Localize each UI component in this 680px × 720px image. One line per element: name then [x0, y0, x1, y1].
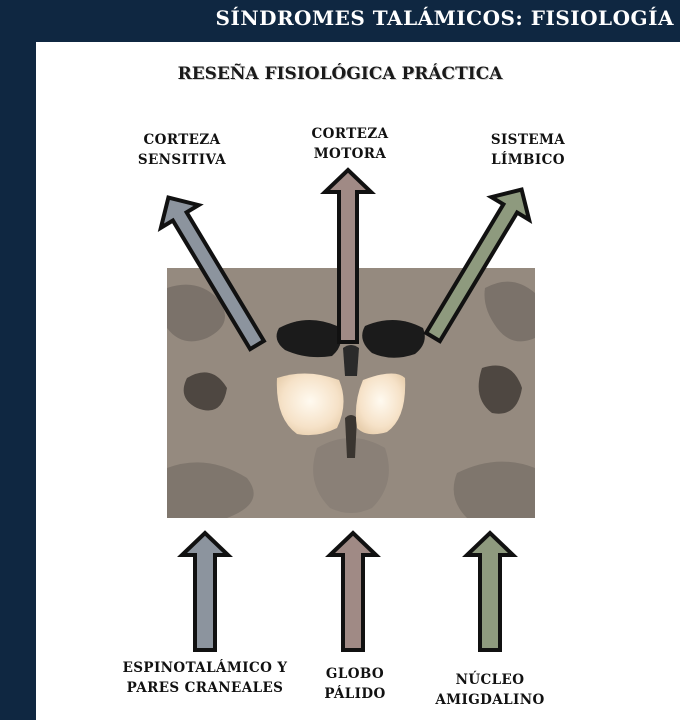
arrow-from-amygdala — [462, 530, 518, 652]
label-espinotalamico: ESPINOTALÁMICO Y PARES CRANEALES — [122, 660, 288, 696]
arrow-from-globus-pallidus — [325, 530, 381, 652]
header-title: SÍNDROMES TALÁMICOS: FISIOLOGÍA — [215, 6, 674, 30]
left-band — [0, 0, 36, 720]
label-corteza-motora: CORTEZA MOTORA — [311, 126, 389, 162]
arrow-from-spinothalamic — [177, 530, 233, 652]
header-band — [0, 0, 680, 42]
label-nucleo-amigdalino: NÚCLEO AMIGDALINO — [435, 672, 545, 708]
label-sistema-limbico: SISTEMA LÍMBICO — [490, 132, 566, 168]
brain-coronal-section-image — [167, 268, 535, 518]
label-corteza-sensitiva: CORTEZA SENSITIVA — [137, 132, 227, 168]
label-globo-palido: GLOBO PÁLIDO — [324, 666, 386, 702]
subtitle: RESEÑA FISIOLÓGICA PRÁCTICA — [177, 64, 503, 84]
